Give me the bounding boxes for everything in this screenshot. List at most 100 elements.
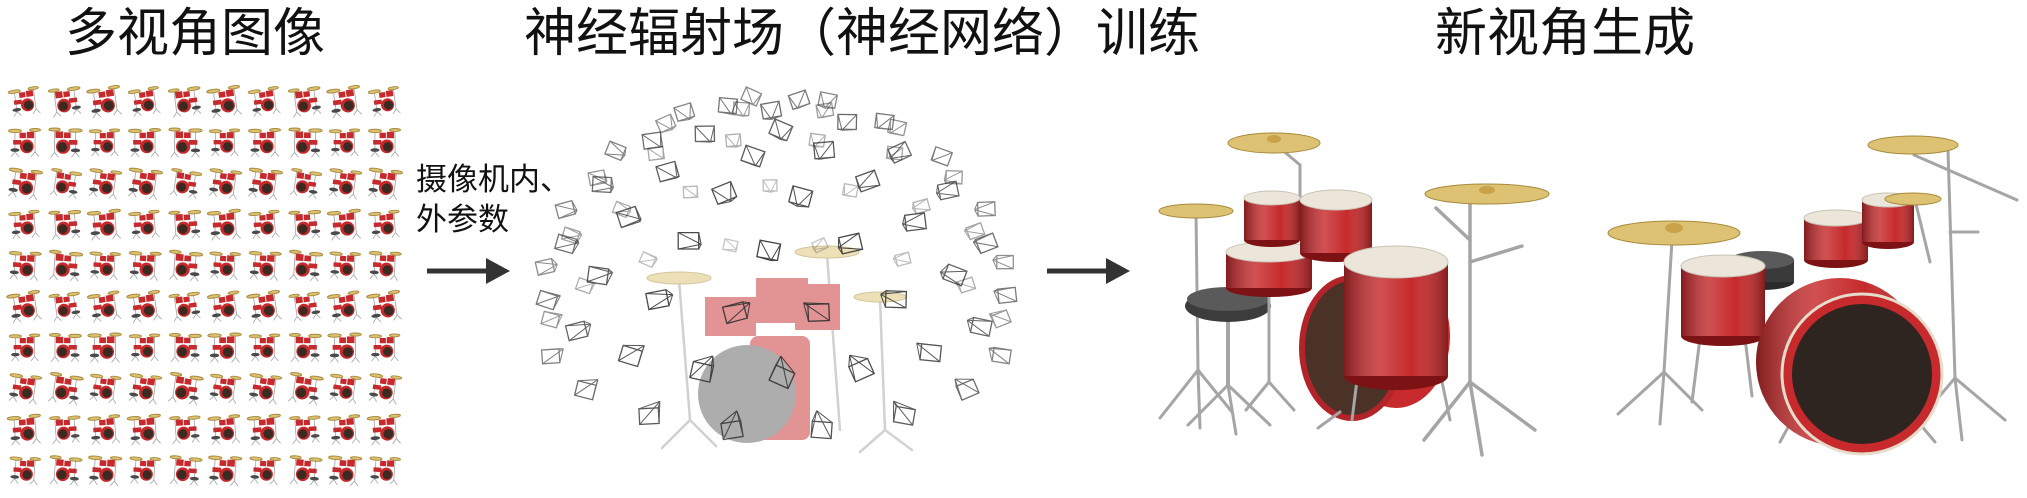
camera-frustum xyxy=(992,254,1014,270)
thumbnail-view xyxy=(168,414,203,445)
thumbnail-view xyxy=(169,333,202,362)
thumbnail-drum-kit xyxy=(168,414,203,445)
frustum-edge xyxy=(964,227,967,232)
frustum-edge xyxy=(538,264,558,276)
thumbnail-view xyxy=(48,208,83,240)
frustum-edge xyxy=(561,234,582,240)
thumbnail-drum-kit xyxy=(86,290,124,323)
thumbnail-view xyxy=(327,332,362,363)
thumbnail-drum-kit xyxy=(168,208,203,240)
frustum-edge xyxy=(989,313,1012,323)
bass-drum xyxy=(1756,278,1944,456)
thumbnail-view xyxy=(246,371,283,405)
stand-pole xyxy=(677,278,692,422)
frustum-edge xyxy=(912,208,917,215)
thumbnail-drum-kit xyxy=(48,127,83,158)
frustum-edge xyxy=(722,302,750,308)
camera-frustum xyxy=(808,132,826,148)
frustum-edge xyxy=(658,401,661,424)
frustum-image-plane xyxy=(654,113,677,134)
thumbnail-view xyxy=(128,128,161,157)
frustum-edge xyxy=(890,141,906,159)
frustum-edge xyxy=(564,226,583,236)
frustum-edge xyxy=(651,258,658,268)
frustum-edge xyxy=(571,200,578,211)
frustum-edge xyxy=(844,195,857,198)
thumbnail-drum-kit xyxy=(287,249,324,282)
thumbnail-drum-kit xyxy=(326,166,363,200)
frustum-edge xyxy=(771,115,782,120)
frustum-edge xyxy=(565,323,591,327)
frustum-edge xyxy=(992,259,998,269)
novel-view-drum-kit-1 xyxy=(1158,132,1550,457)
frustum-edge xyxy=(816,410,833,423)
frustum-edge xyxy=(858,187,862,193)
thumbnail-view xyxy=(125,166,164,201)
frustum-image-plane xyxy=(912,197,932,215)
thumbnail-drum-kit xyxy=(288,290,324,323)
frustum-edge xyxy=(876,113,879,129)
camera-frustum xyxy=(682,185,699,199)
frustum-edge xyxy=(743,115,749,117)
camera-frustum xyxy=(993,286,1018,305)
frustum-edge xyxy=(736,144,742,148)
frustum-edge xyxy=(587,272,613,283)
frustum-image-plane xyxy=(957,276,977,294)
thumbnail-drum-kit xyxy=(167,454,203,486)
frustum-edge xyxy=(964,230,985,235)
tom-drum xyxy=(1803,209,1869,268)
frustum-edge xyxy=(993,290,1000,304)
frustum-edge xyxy=(940,270,967,273)
thumbnail-drum-kit xyxy=(167,167,203,200)
thumbnail-view xyxy=(325,84,364,119)
thumbnail-view xyxy=(326,454,363,487)
frustum-image-plane xyxy=(945,169,963,185)
tom-drum xyxy=(795,284,840,330)
camera-frustum xyxy=(717,96,739,115)
thumbnail-view xyxy=(49,333,82,362)
frustum-edge xyxy=(988,348,993,362)
cymbal xyxy=(1867,135,1959,155)
cymbal xyxy=(646,271,712,285)
thumbnail-drum-kit xyxy=(128,209,162,240)
frustum-edge xyxy=(936,180,957,194)
camera-frustum xyxy=(615,205,642,229)
frustum-edge xyxy=(780,355,789,389)
thumbnail-drum-kit xyxy=(8,333,41,362)
thumbnail-drum-kit xyxy=(87,250,122,281)
frustum-image-plane xyxy=(810,236,830,254)
frustum-edge xyxy=(655,256,658,260)
frustum-edge xyxy=(912,198,928,209)
camera-frustum xyxy=(768,118,794,142)
thumbnail-drum-kit xyxy=(327,250,362,281)
frustum-image-plane xyxy=(762,179,778,192)
thumbnail-view xyxy=(207,332,242,363)
drum-head xyxy=(1803,209,1869,227)
frustum-edge xyxy=(967,317,974,321)
frustum-edge xyxy=(912,202,914,209)
camera-frustum xyxy=(655,160,680,183)
thumbnail-view xyxy=(366,413,403,446)
camera-frustum xyxy=(724,133,742,148)
frustum-edge xyxy=(612,210,631,213)
camera-frustum xyxy=(677,231,702,250)
frustum-edge xyxy=(647,147,664,159)
thumbnail-view xyxy=(126,413,163,446)
frustum-edge xyxy=(608,268,613,273)
frustum-edge xyxy=(768,132,781,140)
thumbnail-view xyxy=(326,372,362,405)
thumbnail-view xyxy=(8,128,41,157)
frustum-edge xyxy=(988,347,1012,351)
frustum-edge xyxy=(974,209,996,216)
frustum-edge xyxy=(742,102,751,117)
arrow-right-icon xyxy=(1047,258,1130,284)
thumbnail-drum-kit xyxy=(366,371,403,405)
frustum-edge xyxy=(551,258,558,265)
cymbal-bell xyxy=(1479,186,1495,194)
thumbnail-view xyxy=(287,249,324,282)
frustum-edge xyxy=(788,201,798,207)
stand-boom xyxy=(1912,153,2019,202)
thumbnail-view xyxy=(5,289,44,324)
frustum-edge xyxy=(745,86,754,105)
thumbnail-drum-kit xyxy=(86,454,123,487)
